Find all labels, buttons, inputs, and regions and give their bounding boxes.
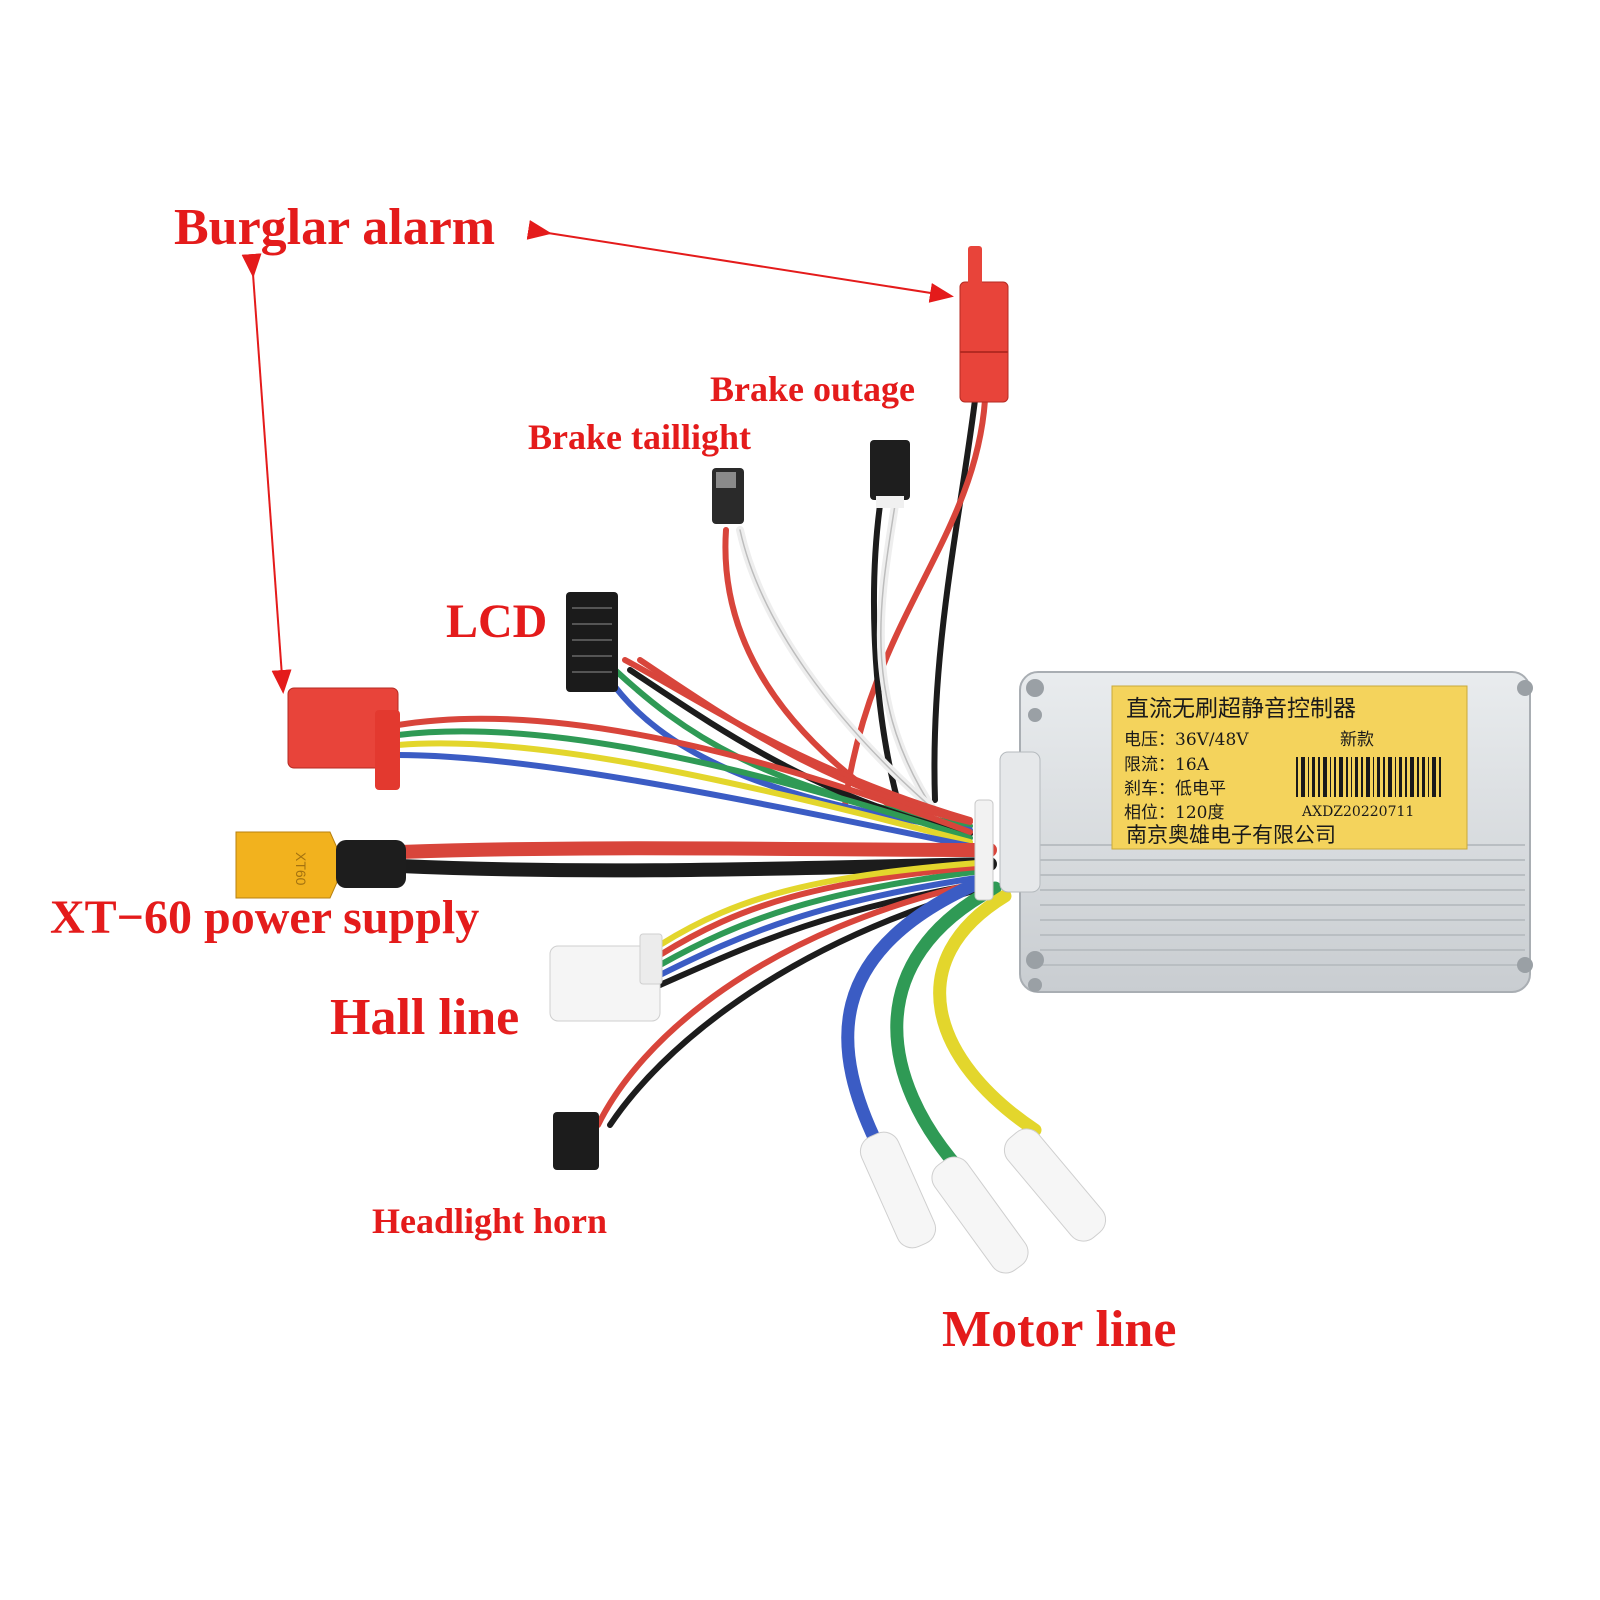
controller-spec-sticker: 直流无刷超静音控制器 电压：36V/48V 新款 限流：16A 刹车：低电平 相… bbox=[1111, 685, 1468, 850]
wire-harness bbox=[393, 397, 1042, 1177]
burglar-alarm-arrows bbox=[241, 220, 954, 694]
label-brake-outage: Brake outage bbox=[710, 369, 915, 409]
xt60-power-connector: XT60 bbox=[235, 831, 406, 899]
motor-line-connectors bbox=[859, 1128, 1107, 1274]
burglar-alarm-connector-top bbox=[959, 246, 1009, 403]
label-headlight-horn: Headlight horn bbox=[372, 1201, 608, 1241]
label-hall-line: Hall line bbox=[330, 989, 520, 1046]
hall-line-connector bbox=[549, 933, 663, 1022]
xt60-mark: XT60 bbox=[293, 852, 309, 886]
sticker-serial: AXDZ20220711 bbox=[1301, 804, 1414, 820]
sticker-brake: 刹车：低电平 bbox=[1124, 779, 1226, 799]
headlight-horn-connector bbox=[553, 1112, 599, 1170]
burglar-alarm-connector-left bbox=[287, 687, 400, 790]
sticker-maker: 南京奥雄电子有限公司 bbox=[1126, 823, 1336, 847]
label-brake-taillight: Brake taillight bbox=[528, 417, 751, 457]
sticker-phase: 相位：120度 bbox=[1124, 803, 1224, 823]
barcode bbox=[1296, 757, 1441, 797]
label-burglar-alarm: Burglar alarm bbox=[174, 199, 496, 256]
lcd-connector bbox=[566, 592, 618, 692]
sticker-voltage: 电压：36V/48V bbox=[1124, 730, 1249, 750]
brake-outage-connector bbox=[870, 440, 910, 508]
label-lcd: LCD bbox=[446, 595, 548, 648]
sticker-title: 直流无刷超静音控制器 bbox=[1126, 696, 1356, 722]
label-motor-line: Motor line bbox=[942, 1301, 1177, 1358]
label-xt60-power-supply: XT−60 power supply bbox=[50, 891, 480, 944]
sticker-current: 限流：16A bbox=[1124, 755, 1210, 775]
sticker-model-tag: 新款 bbox=[1340, 730, 1374, 750]
brake-taillight-connector bbox=[712, 468, 744, 524]
